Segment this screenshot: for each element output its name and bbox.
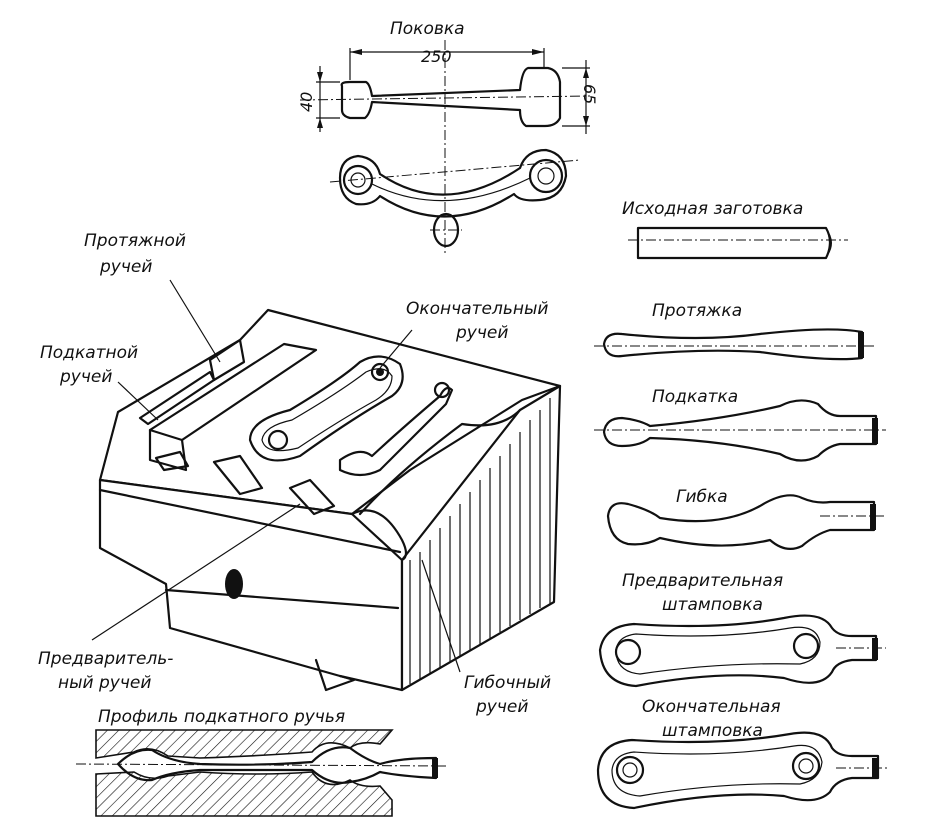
bending-pass-shape <box>606 494 884 551</box>
drawing-impression-label-2: ручей <box>99 257 152 277</box>
leader-lines <box>91 279 461 673</box>
dimension-40: 40 <box>297 92 316 112</box>
forging-plan-view <box>329 148 581 248</box>
forging-label: Поковка <box>390 19 465 39</box>
finishing-impression-label-1: Окончательный <box>406 299 548 319</box>
die-block <box>98 308 562 692</box>
bending-pass-label: Гибка <box>676 487 728 507</box>
drawing-impression-label-1: Протяжной <box>84 231 186 251</box>
blocking-impression-label-2: ный ручей <box>58 673 151 693</box>
bending-impression-label-1: Гибочный <box>464 673 551 693</box>
initial-blank-shape <box>628 226 848 260</box>
rolling-profile-label: Профиль подкатного ручья <box>98 707 345 727</box>
rolling-pass-shape <box>594 399 886 462</box>
forging-top-view <box>299 40 591 256</box>
dimension-65: 65 <box>580 84 599 104</box>
drawing-pass-label: Протяжка <box>652 301 742 321</box>
preliminary-stamping-label-2: штамповка <box>662 595 763 615</box>
rolling-pass-label: Подкатка <box>652 387 738 407</box>
rolling-profile-section <box>75 729 447 817</box>
drawing-pass-shape <box>594 328 874 361</box>
preliminary-stamping-label-1: Предварительная <box>622 571 783 591</box>
finishing-impression-label-2: ручей <box>455 323 508 343</box>
initial-blank-label: Исходная заготовка <box>622 199 803 219</box>
dimension-250: 250 <box>421 47 452 66</box>
preliminary-stamping-shape <box>598 614 886 688</box>
rolling-impression-label-1: Подкатной <box>40 343 138 363</box>
final-stamping-shape <box>596 731 888 810</box>
bending-impression-label-2: ручей <box>475 697 528 717</box>
blocking-impression-label-1: Предваритель- <box>38 649 173 669</box>
final-stamping-label-1: Окончательная <box>642 697 781 717</box>
final-stamping-label-2: штамповка <box>662 721 763 741</box>
rolling-impression-label-2: ручей <box>59 367 112 387</box>
